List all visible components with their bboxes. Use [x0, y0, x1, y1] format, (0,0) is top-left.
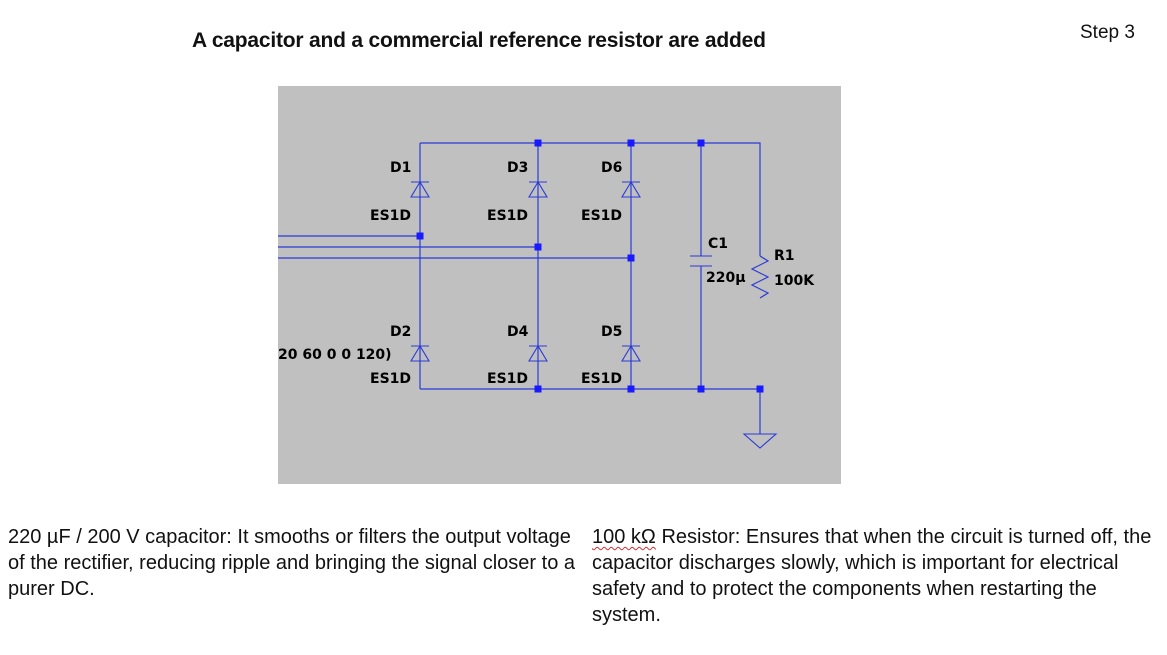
capacitor-description: 220 µF / 200 V capacitor: It smooths or …	[8, 526, 576, 600]
label-d3: D3	[507, 160, 528, 176]
label-d5: D5	[601, 324, 622, 340]
value-d1: ES1D	[370, 208, 411, 224]
diode-d5-symbol	[621, 344, 641, 362]
value-d5: ES1D	[581, 371, 622, 387]
diode-d2-symbol	[410, 344, 430, 362]
resistor-value: 100 kΩ	[592, 526, 656, 548]
diode-d6-symbol	[621, 180, 641, 198]
junction-dots	[416, 139, 764, 393]
value-d3: ES1D	[487, 208, 528, 224]
schematic-svg: D1 ES1D D3 ES1D D6 ES1D D2 20 60 0 0 120…	[278, 139, 815, 449]
resistor-description: 100 kΩ Resistor: Ensures that when the c…	[592, 524, 1167, 628]
label-c1: C1	[708, 236, 728, 252]
label-d4: D4	[507, 324, 529, 340]
label-r1: R1	[774, 248, 795, 264]
diode-d3-symbol	[528, 180, 548, 198]
slide-title: A capacitor and a commercial reference r…	[192, 29, 766, 52]
diode-d1-symbol	[410, 180, 430, 198]
step-label: Step 3	[1080, 22, 1135, 43]
ground-symbol	[742, 433, 778, 449]
source-spec: 20 60 0 0 120)	[278, 347, 392, 363]
wire-top-bus	[420, 142, 761, 256]
value-d6: ES1D	[581, 208, 622, 224]
resistor-text: Resistor: Ensures that when the circuit …	[592, 526, 1152, 626]
label-d1: D1	[390, 160, 411, 176]
diode-d4-symbol	[528, 344, 548, 362]
value-d4: ES1D	[487, 371, 528, 387]
label-d2: D2	[390, 324, 411, 340]
resistor-r1-symbol	[750, 255, 770, 299]
value-r1: 100K	[774, 273, 815, 289]
capacitor-c1-symbol	[690, 255, 712, 267]
value-c1: 220µ	[706, 270, 746, 286]
label-d6: D6	[601, 160, 622, 176]
value-d2: ES1D	[370, 371, 411, 387]
circuit-schematic: D1 ES1D D3 ES1D D6 ES1D D2 20 60 0 0 120…	[278, 86, 841, 484]
